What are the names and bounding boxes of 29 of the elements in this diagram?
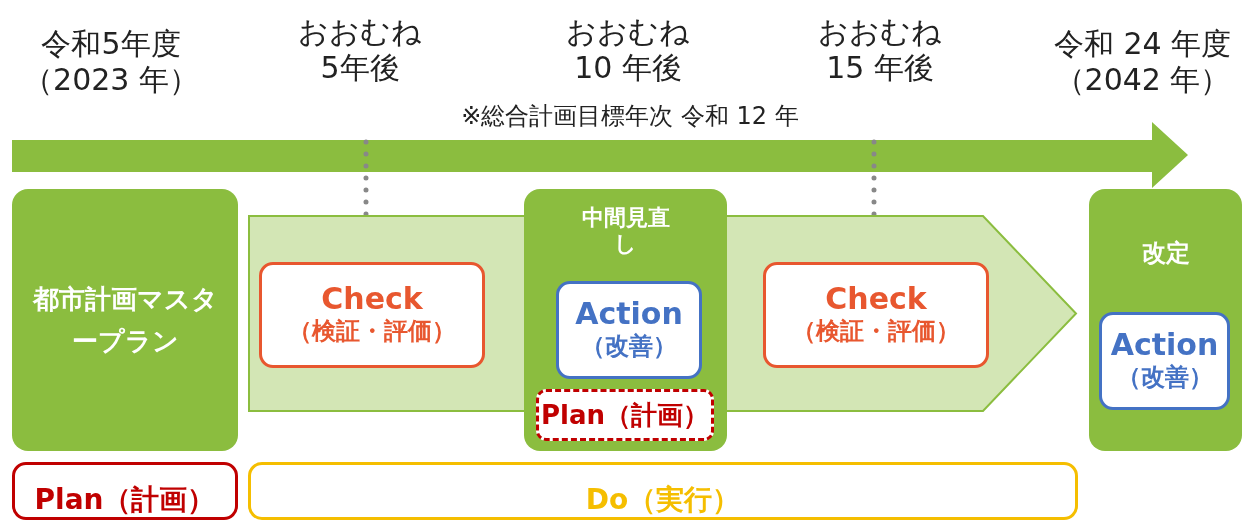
box-title: 中間見直し	[580, 205, 671, 257]
check-box	[259, 262, 485, 368]
action-box	[1099, 312, 1230, 410]
box-title: Plan（計画）	[541, 402, 709, 428]
box-title: Action	[1110, 329, 1219, 361]
box-title: Check	[825, 283, 927, 315]
check-box	[763, 262, 989, 368]
plan-box	[12, 462, 238, 520]
revision-box	[1089, 189, 1242, 451]
plan-box	[12, 189, 238, 451]
box-title: Do（実行）	[585, 482, 741, 518]
box-title: Check	[321, 283, 423, 315]
box-title: Action	[575, 298, 683, 330]
do-box	[248, 462, 1078, 520]
timeline-label: おおむね5年後	[297, 14, 423, 86]
box-subtitle: （検証・評価）	[792, 316, 960, 347]
box-title: Plan（計画）	[34, 482, 216, 518]
box-subtitle: （検証・評価）	[288, 316, 456, 347]
timeline-label: おおむね15 年後	[817, 14, 943, 86]
action-box	[556, 281, 702, 379]
note-text: ※総合計画目標年次 令和 12 年	[460, 101, 800, 132]
box-subtitle: （改善）	[1116, 362, 1213, 393]
plan-box	[536, 389, 714, 441]
box-title: 改定	[1141, 238, 1190, 269]
box-subtitle: （改善）	[581, 331, 677, 362]
timeline-label: 令和5年度（2023 年）	[22, 26, 200, 98]
box-title: 都市計画マスタープラン	[31, 283, 219, 358]
timeline-label: おおむね10 年後	[565, 14, 691, 86]
timeline-label: 令和 24 年度（2042 年）	[1052, 26, 1233, 98]
